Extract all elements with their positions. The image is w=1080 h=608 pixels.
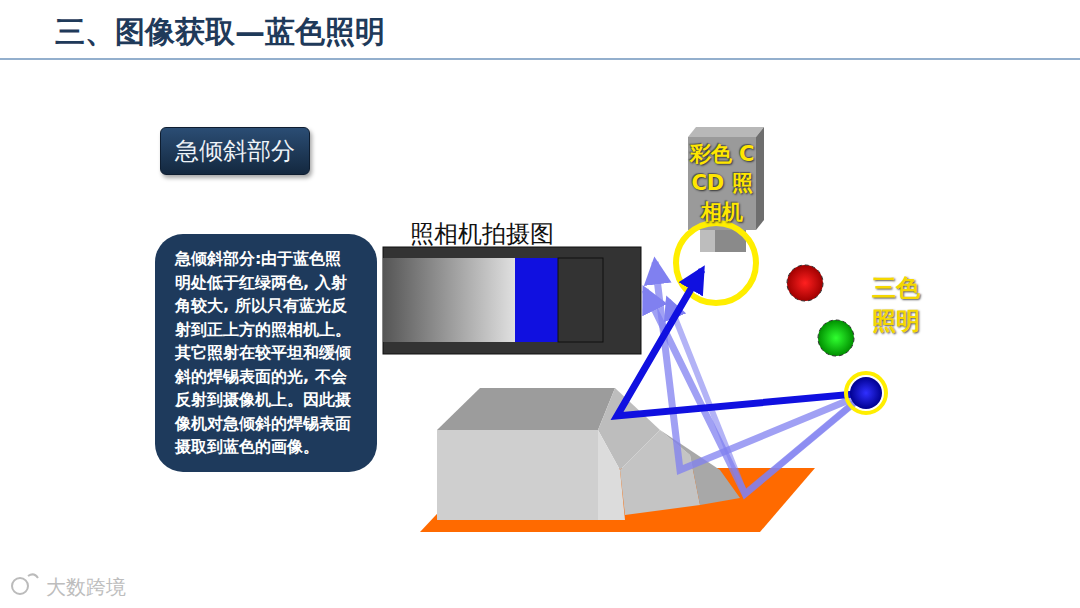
section-tag: 急倾斜部分: [160, 127, 310, 175]
watermark: 大数跨境: [46, 574, 126, 601]
explanation-box: 急倾斜部分:由于蓝色照明处低于红绿两色, 入射角较大, 所以只有蓝光反射到正上方…: [155, 234, 377, 472]
lights-label: 三色 照明: [840, 272, 920, 338]
three-color-lights: [787, 265, 886, 413]
image-caption: 照相机拍摄图: [410, 218, 554, 250]
title-rule: [0, 58, 1080, 60]
light-rays: [617, 262, 866, 494]
camera-label: 彩色 CCD 照相机: [688, 137, 756, 230]
watermark-icon: [12, 574, 38, 594]
slide-title: 三、图像获取—蓝色照明: [55, 12, 385, 53]
camera-image: [383, 247, 641, 354]
node-text: 急倾斜部分:由于蓝色照明处低于红绿两色, 入射角较大, 所以只有蓝光反射到正上方…: [175, 247, 357, 459]
node-text: 彩色 CCD 照相机: [688, 140, 756, 227]
ccd-camera: [676, 127, 764, 303]
node-text: 急倾斜部分: [175, 136, 295, 166]
